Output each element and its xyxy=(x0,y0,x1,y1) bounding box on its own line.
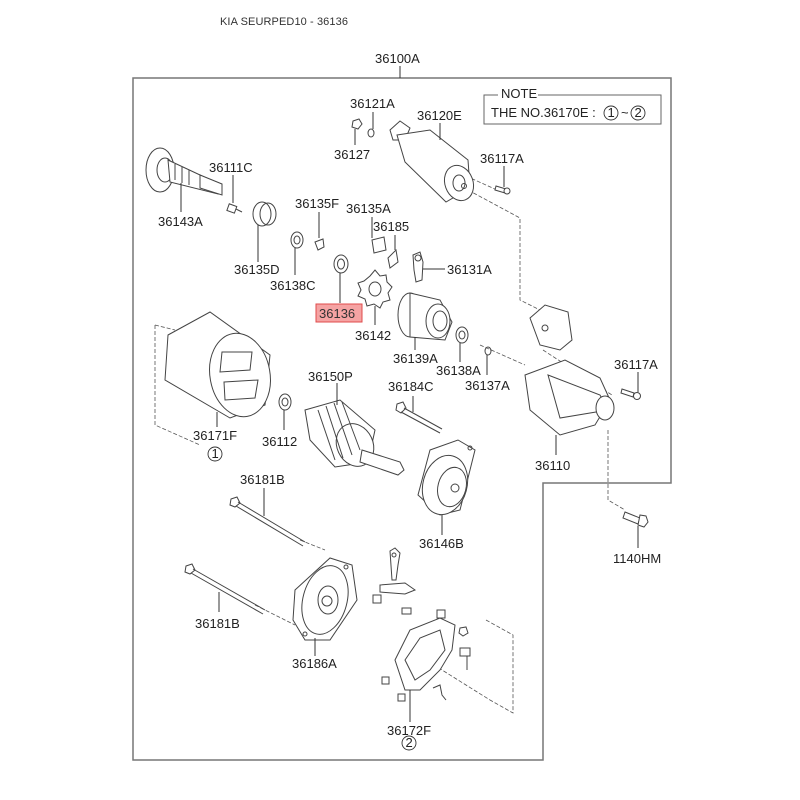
note-box: NOTE THE NO.36170E : 1 ~ 2 xyxy=(483,86,662,125)
note-range-end: 2 xyxy=(635,105,642,120)
ref-circle-36171F xyxy=(207,446,223,462)
part-36110-housing xyxy=(524,304,615,455)
note-text: THE NO.36170E : xyxy=(491,105,596,120)
ref-circle-36172F xyxy=(401,735,417,751)
ref-36172F: 2 xyxy=(406,735,413,750)
note-heading: NOTE xyxy=(501,86,537,101)
part-36171F-yoke xyxy=(164,311,271,427)
label-36139A: 36139A xyxy=(393,351,438,366)
part-36146B-end-frame xyxy=(417,439,476,535)
note-ref-circle-1 xyxy=(603,105,619,121)
assembly-frame xyxy=(132,66,672,761)
assembly-number-label: 36100A xyxy=(375,51,420,66)
part-36185-clip xyxy=(387,235,399,269)
label-36186A: 36186A xyxy=(292,656,337,671)
note-range-start: 1 xyxy=(608,105,615,120)
label-36142: 36142 xyxy=(355,328,391,343)
label-36138C: 36138C xyxy=(270,278,316,293)
label-36117A-right: 36117A xyxy=(614,357,658,372)
part-36137A-clip xyxy=(484,346,492,375)
label-36131A: 36131A xyxy=(447,262,492,277)
label-36136-highlighted[interactable]: 36136 xyxy=(319,306,355,321)
highlight-36136[interactable]: 36136 xyxy=(315,303,363,323)
part-36138A-washer xyxy=(455,326,469,362)
part-36143A-shaft xyxy=(145,147,223,212)
ref-36171F: 1 xyxy=(212,446,219,461)
part-36181B-bolt-top xyxy=(229,488,306,547)
highlight-box[interactable] xyxy=(315,303,363,323)
label-36110: 36110 xyxy=(535,458,570,473)
part-36142-gear xyxy=(357,269,393,325)
diagram-title: KIA SEURPED10 - 36136 xyxy=(220,16,349,28)
part-36136-washer xyxy=(333,254,349,303)
part-36181B-bolt-bottom xyxy=(184,563,266,615)
label-36181B-top: 36181B xyxy=(240,472,285,487)
part-36135D-bushing xyxy=(252,201,277,262)
label-36150P: 36150P xyxy=(308,369,353,384)
label-36111C: 36111C xyxy=(209,160,253,175)
label-36146B: 36146B xyxy=(419,536,464,551)
label-36127: 36127 xyxy=(334,147,370,162)
part-1140HM-bolt xyxy=(622,511,649,548)
part-36139A-clutch xyxy=(397,292,453,350)
note-range-sep: ~ xyxy=(621,105,629,120)
part-36127-nut xyxy=(351,118,363,145)
part-36117A-screw-top xyxy=(494,166,511,195)
label-1140HM: 1140HM xyxy=(613,551,661,566)
part-36150P-armature xyxy=(304,383,405,476)
label-36135A: 36135A xyxy=(346,201,391,216)
part-36120E-solenoid xyxy=(389,120,475,203)
label-36171F: 36171F xyxy=(193,428,237,443)
part-36172F-brush-holder xyxy=(381,609,471,722)
part-36112-washer xyxy=(278,393,292,430)
label-36184C: 36184C xyxy=(388,379,434,394)
part-36186A-rear-cover xyxy=(292,557,358,656)
part-36135A-clip xyxy=(371,217,387,254)
note-ref-circle-2 xyxy=(630,105,646,121)
label-36135D: 36135D xyxy=(234,262,280,277)
part-36135F-clip xyxy=(314,212,325,251)
part-36184C-bolt xyxy=(395,396,443,434)
part-36121A-washer xyxy=(367,112,375,138)
label-36181B-bottom: 36181B xyxy=(195,616,240,631)
part-36117A-screw-right xyxy=(620,372,641,400)
label-36120E: 36120E xyxy=(417,108,462,123)
part-36131A-lever xyxy=(412,251,445,283)
label-36112: 36112 xyxy=(262,434,297,449)
label-36121A: 36121A xyxy=(350,96,395,111)
label-36117A-top: 36117A xyxy=(480,151,524,166)
label-36185: 36185 xyxy=(373,219,409,234)
part-36138C-washer xyxy=(290,231,304,275)
label-36143A: 36143A xyxy=(158,214,203,229)
label-36172F: 36172F xyxy=(387,723,431,738)
label-36135F: 36135F xyxy=(295,196,339,211)
label-36138A: 36138A xyxy=(436,363,481,378)
part-36111C-bolt xyxy=(226,175,243,214)
label-36137A: 36137A xyxy=(465,378,510,393)
part-brush-lead xyxy=(372,547,417,615)
